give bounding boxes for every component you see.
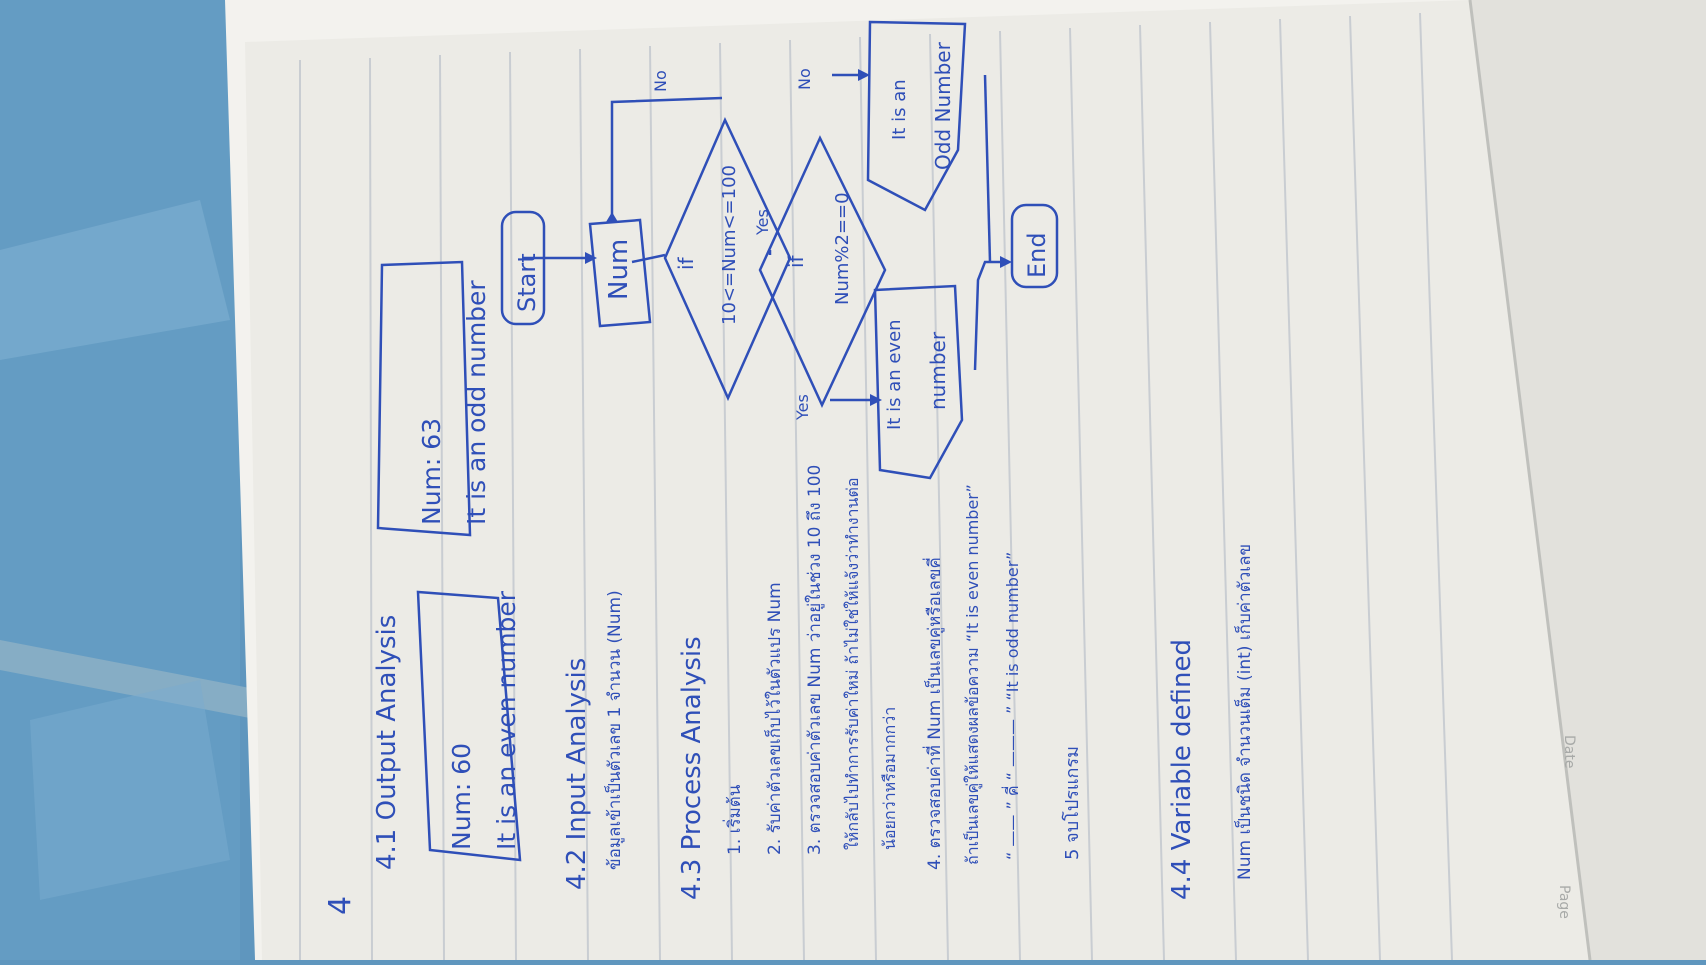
process-step-5: 5 จบโปรแกรม	[1061, 746, 1083, 860]
date-label: Date	[1561, 735, 1577, 768]
connector-even-end	[973, 260, 1000, 371]
output-even-box	[416, 590, 522, 862]
output-even-line1: Num: 60	[447, 743, 476, 850]
output-boxes	[376, 260, 522, 862]
output-heading: 4.1 Output Analysis	[372, 615, 402, 870]
flow-decision2-cond: Num%2==0	[832, 192, 853, 305]
connector-odd-end	[983, 74, 992, 263]
process-step-3b: ให้กลับไปทำการรับค่าใหม่ ถ้าไม่ใช่ให้แจ้…	[843, 478, 862, 850]
page-number: 4	[323, 896, 358, 915]
flow-end-shape	[1010, 203, 1059, 289]
connector-input-decision1	[631, 253, 666, 264]
flow-decision1-shape	[663, 116, 792, 402]
process-step-4c: “ —— ” คี่ “ ——— ” “It is odd number”	[1001, 552, 1022, 860]
variable-note: Num เป็นชนิด จำนวนเต็ม (int) เก็บค่าตัวเ…	[1233, 544, 1255, 880]
flow-out-odd-line1: It is an	[889, 79, 910, 140]
process-heading: 4.3 Process Analysis	[677, 636, 707, 900]
flow-decision2-shape	[758, 135, 887, 408]
output-odd-box	[376, 260, 472, 537]
flow-no2-label: No	[795, 68, 814, 90]
process-step-4: 4. ตรวจสอบค่าที่ Num เป็นเลขคู่หรือเลขคี…	[922, 557, 945, 870]
flow-start-shape	[500, 210, 546, 326]
flowchart	[500, 20, 1059, 480]
page-label: Page	[1556, 885, 1572, 919]
process-step-1: 1. เริ่มต้น	[722, 784, 745, 855]
input-note: ข้อมูลเข้าเป็นตัวเลข 1 จำนวน (Num)	[603, 590, 625, 870]
flow-input-shape	[588, 218, 652, 328]
flow-end-text: End	[1023, 232, 1051, 278]
flow-yes1-label: Yes	[753, 209, 772, 236]
flow-out-odd-shape	[866, 20, 967, 212]
flow-yes2-label: Yes	[793, 394, 812, 421]
flow-decision1-cond: 10<=Num<=100	[719, 165, 740, 325]
output-odd-line1: Num: 63	[417, 418, 446, 525]
process-step-4b: ถ้าเป็นเลขคู่ให้แสดงผลข้อความ “It is eve…	[962, 484, 983, 865]
handwriting: 4 4.1 Output Analysis Num: 60 It is an e…	[323, 280, 1255, 915]
input-heading: 4.2 Input Analysis	[562, 658, 592, 890]
flow-out-odd-line2: Odd Number	[931, 41, 955, 170]
flow-decision2-top: if	[784, 254, 808, 268]
connector-no-loop	[610, 96, 723, 218]
process-step-3: 3. ตรวจสอบค่าตัวเลข Num ว่าอยู่ในช่วง 10…	[804, 465, 825, 855]
variable-heading: 4.4 Variable defined	[1167, 639, 1197, 900]
flow-out-even-line2: number	[926, 331, 950, 410]
flow-decision1-top: if	[674, 256, 698, 270]
process-step-2: 2. รับค่าตัวเลขเก็บไว้ในตัวแปร Num	[763, 582, 785, 855]
flow-out-even-line1: It is an even	[884, 319, 905, 430]
flow-start-text: Start	[513, 253, 541, 312]
flow-no1-label: No	[651, 70, 670, 92]
process-step-3c: น้อยกว่าหรือมากกว่า	[880, 707, 899, 850]
flow-out-even-shape	[873, 284, 964, 480]
flow-input-text: Num	[604, 239, 634, 300]
flowchart-labels: Start Num if 10<=Num<=100 if Num%2==0 It…	[513, 41, 1051, 430]
